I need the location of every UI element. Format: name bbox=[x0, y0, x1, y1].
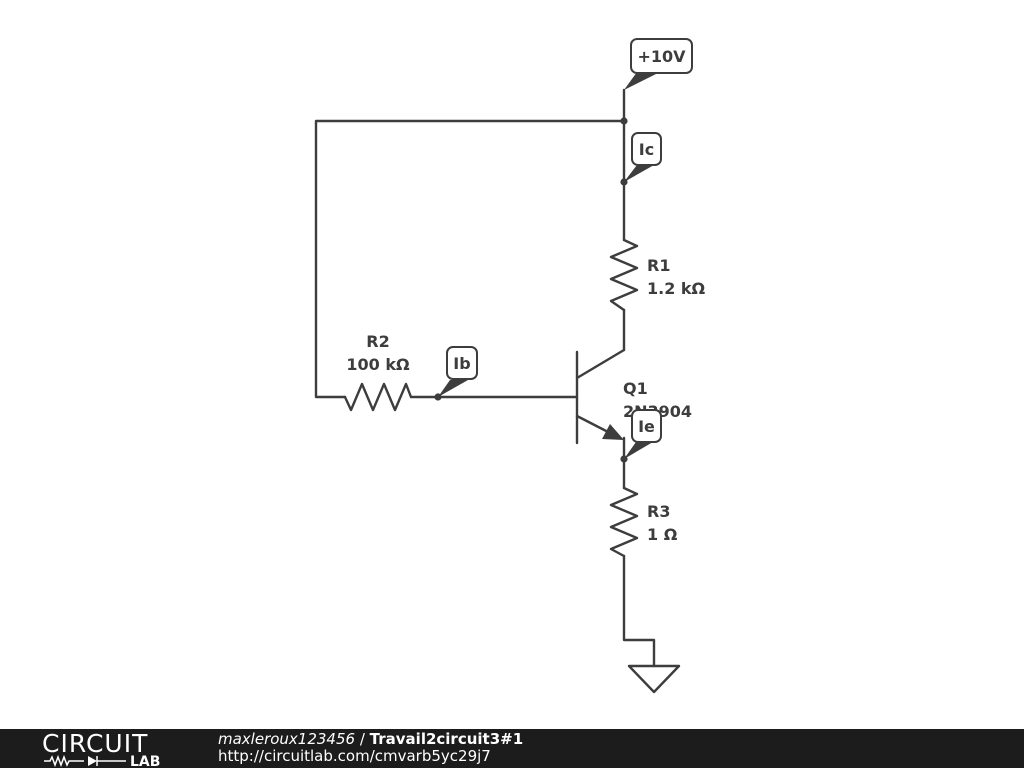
wires bbox=[314, 88, 656, 668]
r3-value-label: 1 Ω bbox=[647, 525, 678, 544]
emitter-arrow-icon bbox=[602, 424, 624, 440]
logo-diode-icon bbox=[88, 756, 97, 766]
flag-ib-text: Ib bbox=[453, 354, 470, 373]
resistor-r2[interactable] bbox=[343, 382, 413, 412]
flag-vcc-text: +10V bbox=[637, 47, 686, 66]
resistor-r1[interactable] bbox=[609, 238, 639, 312]
r1-value-label: 1.2 kΩ bbox=[647, 279, 706, 298]
project-meta: maxleroux123456 / Travail2circuit3#1 htt… bbox=[218, 731, 523, 765]
wire-feedback-loop bbox=[314, 119, 626, 399]
logo-circuit-text: CIRCUIT bbox=[42, 731, 148, 758]
flag-ie[interactable]: Ie bbox=[624, 409, 662, 459]
r3-ref-label: R3 bbox=[647, 502, 670, 521]
logo-resistor-icon bbox=[44, 754, 84, 767]
logo-lab-text: LAB bbox=[130, 754, 160, 767]
footer-bar: CIRCUIT LAB maxleroux123456 / Travail2ci… bbox=[0, 729, 1024, 768]
transistor-q1[interactable] bbox=[575, 348, 626, 445]
author-name[interactable]: maxleroux123456 bbox=[218, 730, 356, 748]
ground-icon[interactable] bbox=[627, 664, 681, 694]
q1-ref-label: Q1 bbox=[623, 379, 648, 398]
project-title[interactable]: Travail2circuit3#1 bbox=[369, 730, 524, 748]
r2-value-label: 100 kΩ bbox=[346, 355, 410, 374]
flag-vcc[interactable]: +10V bbox=[624, 38, 693, 90]
flag-ie-text: Ie bbox=[638, 417, 655, 436]
circuitlab-logo[interactable]: CIRCUIT LAB bbox=[40, 731, 180, 767]
junction-nodes bbox=[434, 117, 628, 463]
flag-ib[interactable]: Ib bbox=[438, 346, 478, 397]
flag-ic-text: Ic bbox=[639, 140, 654, 159]
r1-ref-label: R1 bbox=[647, 256, 670, 275]
flag-ic[interactable]: Ic bbox=[624, 132, 662, 182]
title-separator: / bbox=[355, 730, 370, 748]
node-top bbox=[620, 117, 628, 125]
resistor-r3[interactable] bbox=[609, 486, 639, 558]
wire-ground bbox=[622, 554, 656, 668]
circuit-schematic: R1 1.2 kΩ R2 100 kΩ Q1 2N3904 R3 1 Ω +10… bbox=[314, 38, 706, 694]
project-url[interactable]: http://circuitlab.com/cmvarb5yc29j7 bbox=[218, 747, 491, 765]
r2-ref-label: R2 bbox=[366, 332, 389, 351]
